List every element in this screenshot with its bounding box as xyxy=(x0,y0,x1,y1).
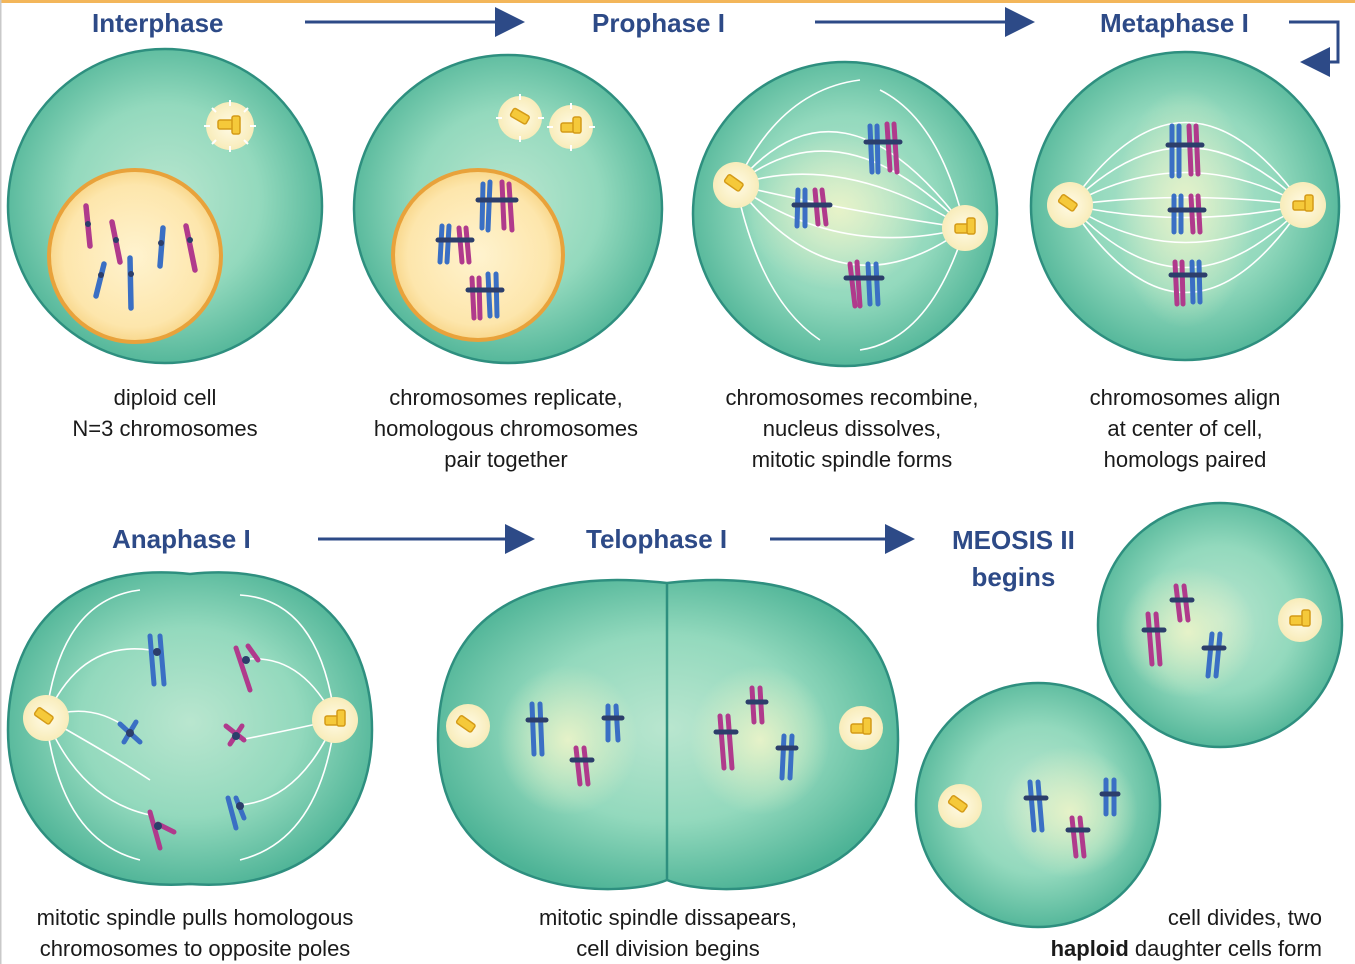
spindle-fibers xyxy=(1069,121,1304,294)
centrosome-icon xyxy=(547,103,595,151)
caption-line-rest: daughter cells form xyxy=(1128,936,1322,961)
centrosome-icon xyxy=(312,697,358,743)
caption-line: chromosomes to opposite poles xyxy=(39,936,351,961)
caption-line: homologous chromosomes xyxy=(373,416,639,441)
nucleus xyxy=(391,168,565,342)
title-meiosis2-line2: begins xyxy=(971,562,1056,592)
chromosome-pairs xyxy=(791,121,903,309)
centrosome-icon xyxy=(446,704,490,748)
caption-telophase1: mitotic spindle dissapears, cell divisio… xyxy=(508,902,828,964)
title-meiosis2: MEOSIS II begins xyxy=(952,522,1075,596)
caption-line: nucleus dissolves, xyxy=(762,416,942,441)
caption-metaphase1: chromosomes align at center of cell, hom… xyxy=(1040,382,1330,475)
caption-meiosis2: cell divides, two haploid daughter cells… xyxy=(1000,902,1322,964)
caption-late-prophase: chromosomes recombine, nucleus dissolves… xyxy=(692,382,1012,475)
centrosome-icon xyxy=(23,695,69,741)
top-border xyxy=(0,0,1355,3)
caption-line: chromosomes align xyxy=(1089,385,1281,410)
title-interphase: Interphase xyxy=(92,8,224,38)
centrosome-icon xyxy=(204,100,256,152)
chromosomes xyxy=(1141,583,1227,679)
daughter-cell-upper xyxy=(1096,501,1344,749)
left-border xyxy=(0,0,2,964)
chromosome-pairs xyxy=(1165,123,1208,307)
centrosome-icon xyxy=(942,205,988,251)
centrosome-icon xyxy=(713,162,759,208)
daughter-cell-lower xyxy=(914,681,1162,929)
chromosome-pairs xyxy=(435,179,519,321)
caption-line: mitotic spindle forms xyxy=(751,447,953,472)
centrosome-icon xyxy=(839,706,883,750)
caption-bold-haploid: haploid xyxy=(1050,936,1129,961)
caption-interphase: diploid cell N=3 chromosomes xyxy=(40,382,290,444)
caption-line: mitotic spindle dissapears, xyxy=(538,905,797,930)
caption-line: mitotic spindle pulls homologous xyxy=(36,905,354,930)
interphase-cell xyxy=(6,47,324,365)
caption-line: cell divides, two xyxy=(1167,905,1322,930)
caption-line: homologs paired xyxy=(1103,447,1267,472)
caption-line: chromosomes recombine, xyxy=(725,385,979,410)
nucleus xyxy=(47,168,223,344)
metaphase-cell xyxy=(1029,50,1341,362)
anaphase-cell xyxy=(6,571,374,886)
centrosome-icon xyxy=(1280,182,1326,228)
centrosome-icon xyxy=(496,94,544,142)
caption-prophase1: chromosomes replicate, homologous chromo… xyxy=(346,382,666,475)
caption-line: cell division begins xyxy=(576,936,760,961)
caption-line: N=3 chromosomes xyxy=(72,416,258,441)
centrosome-icon xyxy=(1278,598,1322,642)
chromosomes xyxy=(525,685,799,787)
caption-line: chromosomes replicate, xyxy=(389,385,623,410)
chromosomes xyxy=(1023,777,1121,859)
caption-line: haploid daughter cells form xyxy=(1000,933,1322,964)
prophase-cell xyxy=(352,53,664,365)
arrow-metaphase-anaphase xyxy=(1289,20,1340,77)
caption-anaphase1: mitotic spindle pulls homologous chromos… xyxy=(4,902,386,964)
late-prophase-cell xyxy=(691,60,999,368)
spindle-fibers xyxy=(735,79,966,351)
chromosomes xyxy=(83,203,198,311)
centrosome-icon xyxy=(1047,182,1093,228)
caption-line: diploid cell xyxy=(113,385,217,410)
chromosomes xyxy=(117,633,261,851)
title-metaphase1: Metaphase I xyxy=(1100,8,1249,38)
centrosome-icon xyxy=(938,784,982,828)
title-anaphase1: Anaphase I xyxy=(112,524,251,554)
title-meiosis2-line1: MEOSIS II xyxy=(952,525,1075,555)
title-telophase1: Telophase I xyxy=(586,524,728,554)
caption-line: at center of cell, xyxy=(1107,416,1263,441)
telophase-cell xyxy=(436,578,900,891)
title-prophase1: Prophase I xyxy=(592,8,725,38)
caption-line: pair together xyxy=(444,447,568,472)
